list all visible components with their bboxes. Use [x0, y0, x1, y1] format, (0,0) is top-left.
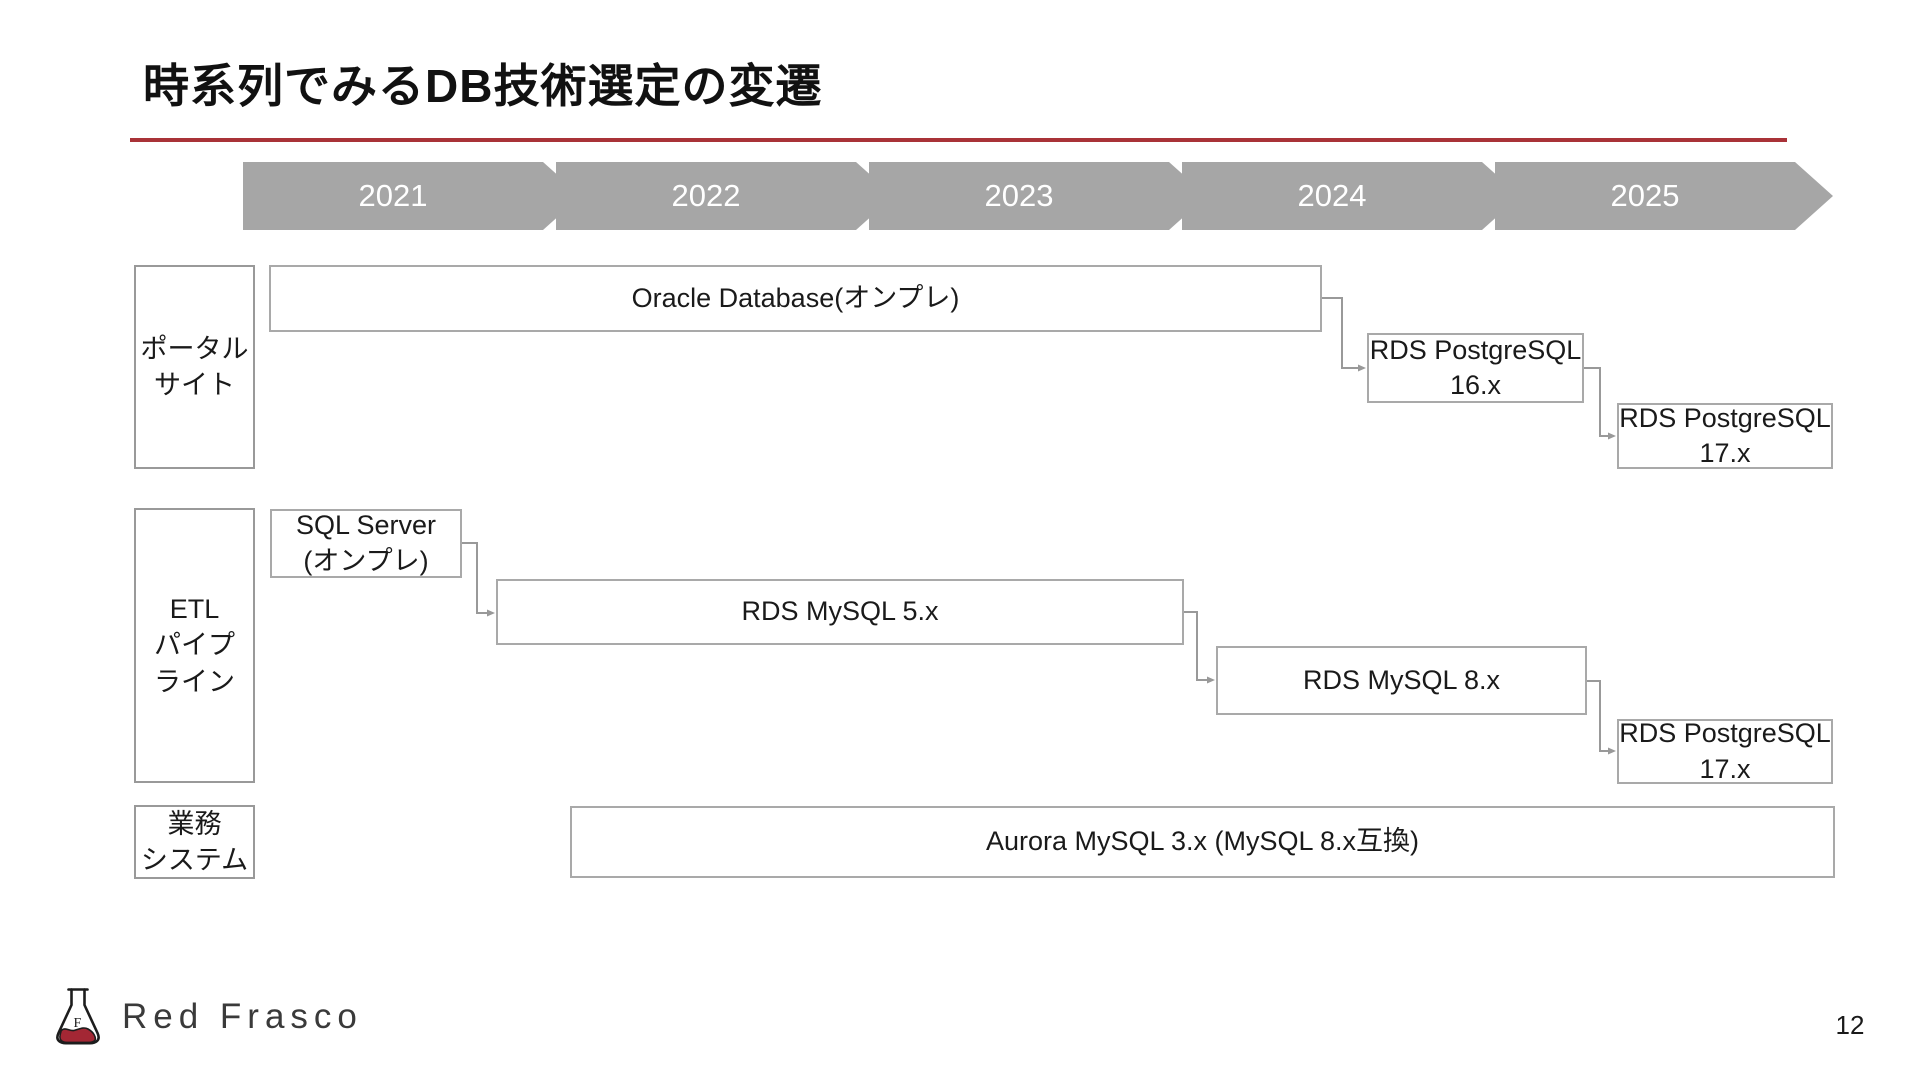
db-box-rds-mysql-8: RDS MySQL 8.x [1216, 646, 1587, 715]
db-box-oracle-database-onprem: Oracle Database(オンプレ) [269, 265, 1322, 332]
flask-letter: F [74, 1016, 82, 1031]
year-label: 2023 [984, 178, 1054, 213]
connector-oracle-to-pg16 [1322, 297, 1366, 372]
connector-sqlserver-to-mysql5 [462, 542, 495, 617]
connector-mysql5-to-mysql8 [1184, 611, 1215, 684]
flask-liquid [59, 1027, 97, 1044]
row-label-etl-pipeline: ETL パイプ ライン [134, 508, 255, 783]
timeline-year-arrow-2021: 2021 [243, 162, 581, 230]
year-label: 2025 [1610, 178, 1680, 213]
page-number: 12 [1835, 1010, 1865, 1040]
db-box-aurora-mysql-3: Aurora MySQL 3.x (MySQL 8.x互換) [570, 806, 1835, 878]
db-box-rds-postgresql-16: RDS PostgreSQL 16.x [1367, 333, 1584, 403]
row-label-portal-site: ポータル サイト [134, 265, 255, 469]
year-label: 2022 [671, 178, 741, 213]
db-box-rds-postgresql-17-etl: RDS PostgreSQL 17.x [1617, 718, 1833, 784]
page-title: 時系列でみるDB技術選定の変遷 [143, 60, 823, 112]
year-label: 2021 [358, 178, 428, 213]
timeline-year-arrow-2023: 2023 [869, 162, 1207, 230]
db-box-sql-server-onprem: SQL Server (オンプレ) [270, 509, 462, 578]
flask-icon: F [56, 988, 100, 1045]
title-underline [130, 138, 1787, 142]
year-label: 2024 [1297, 178, 1367, 213]
red-frasco-logo: F Red Frasco [48, 984, 363, 1046]
timeline-year-arrow-2022: 2022 [556, 162, 894, 230]
row-label-business-system: 業務 システム [134, 805, 255, 879]
connector-mysql8-to-pg17 [1587, 680, 1616, 755]
timeline-year-arrow-2024: 2024 [1182, 162, 1520, 230]
db-box-rds-mysql-5: RDS MySQL 5.x [496, 579, 1184, 645]
timeline-year-arrow-2025: 2025 [1495, 162, 1833, 230]
connector-pg16-to-pg17 [1584, 367, 1616, 440]
db-box-rds-postgresql-17-portal: RDS PostgreSQL 17.x [1617, 403, 1833, 469]
logo-text: Red Frasco [122, 996, 363, 1036]
